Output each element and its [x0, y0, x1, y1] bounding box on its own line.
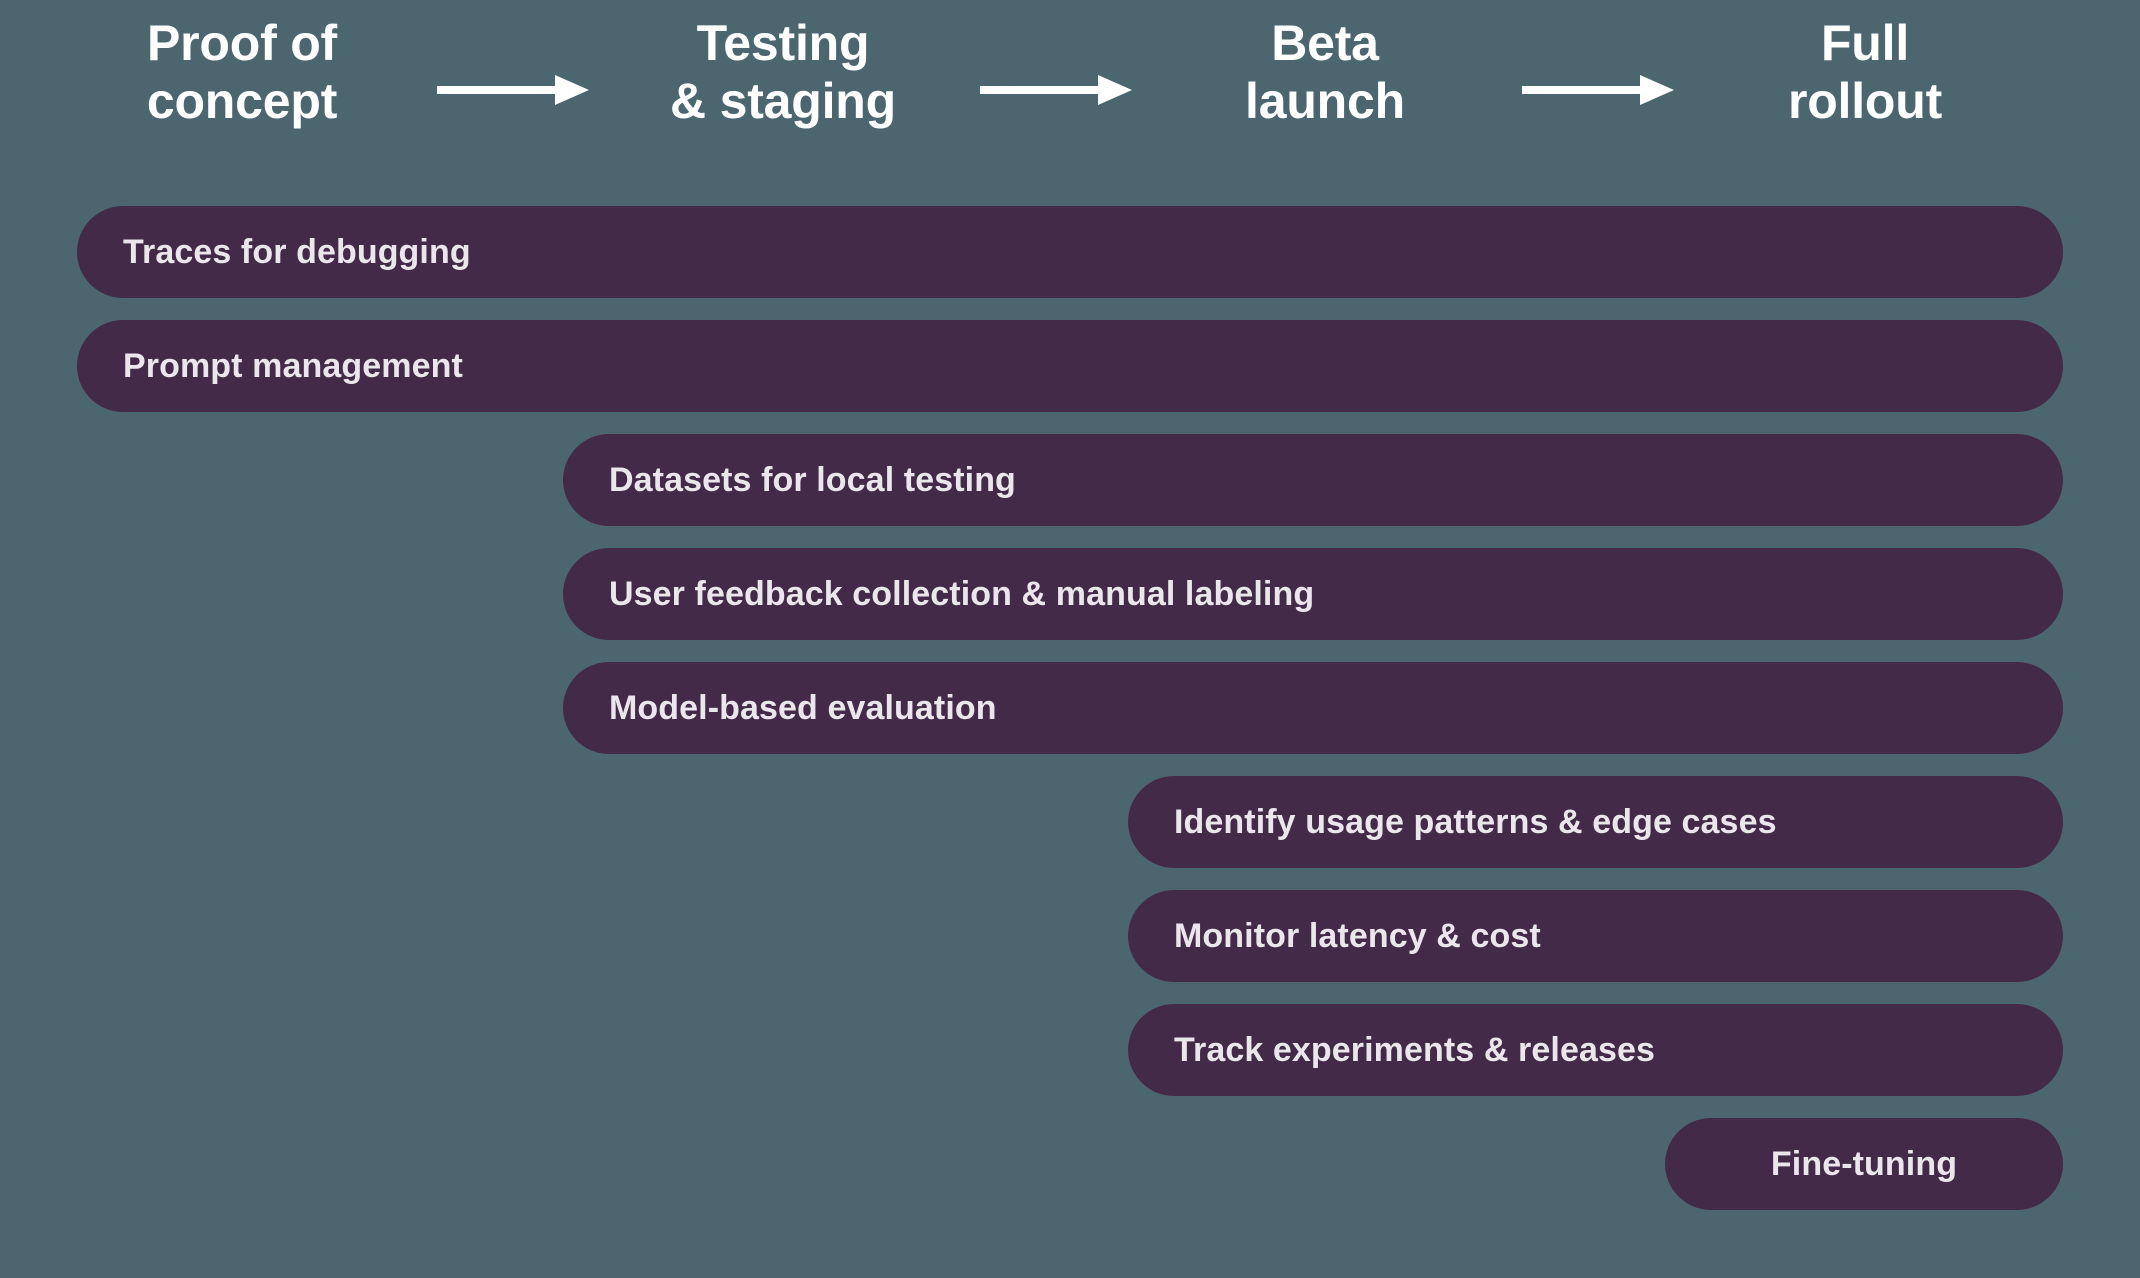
capability-bar-label: Identify usage patterns & edge cases — [1174, 802, 1777, 841]
capability-bar: Traces for debugging — [77, 206, 2063, 298]
capability-bar-label: Prompt management — [123, 346, 463, 385]
capability-bar: Datasets for local testing — [563, 434, 2063, 526]
stage-label-full-rollout: Full rollout — [1787, 15, 1943, 129]
capability-bar: Model-based evaluation — [563, 662, 2063, 754]
arrow-right-icon — [980, 72, 1132, 108]
capability-bar: User feedback collection & manual labeli… — [563, 548, 2063, 640]
stage-label-proof-of-concept: Proof of concept — [146, 15, 338, 129]
capability-bar-label: Fine-tuning — [1770, 1144, 1958, 1183]
capability-bar-label: Track experiments & releases — [1174, 1030, 1655, 1069]
capability-bar: Track experiments & releases — [1128, 1004, 2063, 1096]
capability-bar-label: Monitor latency & cost — [1174, 916, 1541, 955]
capability-bar: Identify usage patterns & edge cases — [1128, 776, 2063, 868]
capability-bar-label: Model-based evaluation — [609, 688, 997, 727]
capability-bar-label: Datasets for local testing — [609, 460, 1016, 499]
stage-label-beta-launch: Beta launch — [1245, 15, 1405, 129]
stage-label-testing-and-staging: Testing & staging — [670, 15, 896, 129]
capability-bar-label: User feedback collection & manual labeli… — [609, 574, 1315, 613]
arrow-right-icon — [437, 72, 589, 108]
capability-bar: Monitor latency & cost — [1128, 890, 2063, 982]
capability-bar-label: Traces for debugging — [123, 232, 471, 271]
arrow-right-icon — [1522, 72, 1674, 108]
stage-header-row: Proof of concept Testing & staging Beta … — [0, 0, 2140, 200]
capability-bar: Fine-tuning — [1665, 1118, 2063, 1210]
capability-bar: Prompt management — [77, 320, 2063, 412]
